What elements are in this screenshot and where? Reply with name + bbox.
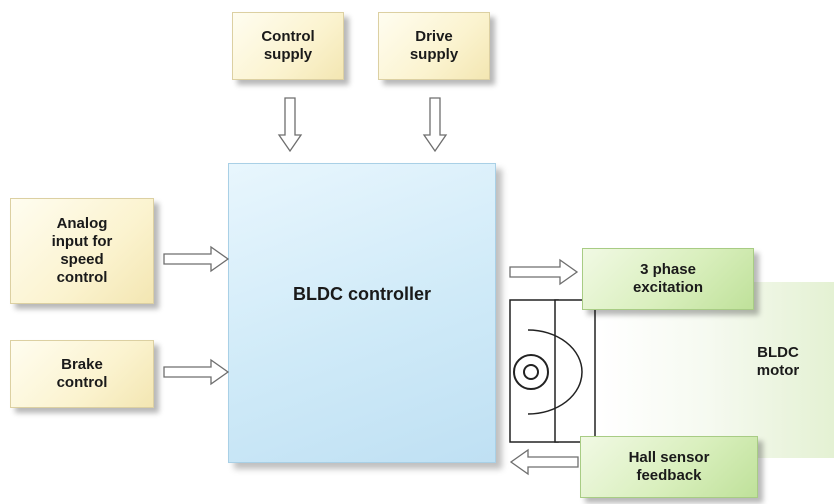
hall-sensor-label: Hall sensor feedback [628,449,710,484]
arrow-three-phase [509,258,579,286]
bldc-controller-label: BLDC controller [292,284,431,305]
brake-control-box: Brake control [10,340,154,408]
control-supply-box: Control supply [232,12,344,80]
three-phase-box: 3 phase excitation [582,248,754,310]
analog-input-box: Analog input for speed control [10,198,154,304]
arrow-hall-sensor [509,448,579,476]
bldc-motor-box: BLDC motor [600,282,834,458]
hall-sensor-box: Hall sensor feedback [580,436,758,498]
drive-supply-label: Drive supply [409,28,459,63]
arrow-control-supply [277,97,303,153]
three-phase-label: 3 phase excitation [632,261,704,296]
arrow-analog-input [163,245,230,273]
analog-input-label: Analog input for speed control [51,215,113,286]
control-supply-label: Control supply [261,28,315,63]
arrow-drive-supply [422,97,448,153]
brake-control-label: Brake control [56,356,108,391]
drive-supply-box: Drive supply [378,12,490,80]
arrow-brake-control [163,358,230,386]
bldc-controller-box: BLDC controller [228,163,496,463]
bldc-motor-label: BLDC motor [756,344,800,379]
motor-housing [509,299,596,443]
